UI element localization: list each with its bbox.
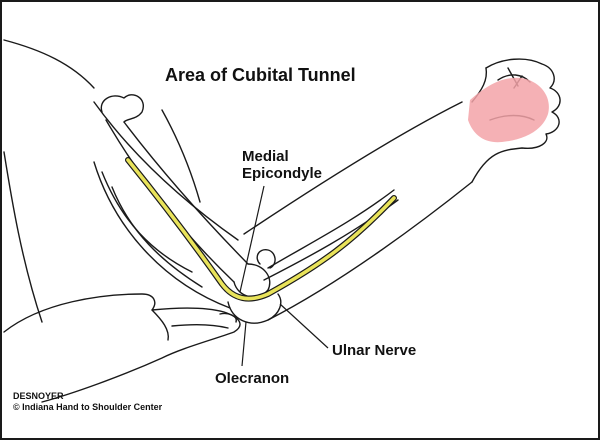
torso-outline <box>3 39 95 89</box>
ulnar-nerve-leader <box>279 303 329 349</box>
ulnar-nerve <box>125 157 397 302</box>
examiner-thumb-outline <box>151 309 169 341</box>
copyright-credit: © Indiana Hand to Shoulder Center <box>13 402 163 412</box>
humerus-shaft-upper <box>123 121 249 265</box>
examiner-hand-outline <box>3 293 241 403</box>
shoulder-contour <box>161 109 201 203</box>
diagram-title: Area of Cubital Tunnel <box>165 65 356 85</box>
forearm-bottom-outline <box>267 181 473 321</box>
upper-arm-shading <box>111 186 203 288</box>
ulna-shaft-upper <box>267 189 395 269</box>
chest-outline <box>3 151 43 323</box>
examiner-finger-line <box>171 323 229 329</box>
olecranon-label: Olecranon <box>215 370 290 387</box>
medial-epicondyle-label-line2: Epicondyle <box>242 165 323 182</box>
forearm-top-outline <box>243 101 463 235</box>
medial-epicondyle-label: Medial Epicondyle <box>242 148 322 182</box>
radius-head <box>256 249 276 269</box>
humerus-condyle <box>233 263 271 298</box>
fist-outline <box>471 58 561 183</box>
hand-highlight <box>468 77 549 143</box>
ulnar-nerve-label: Ulnar Nerve <box>332 342 417 359</box>
olecranon-leader <box>241 321 247 367</box>
humerus-shaft-lower <box>105 119 235 283</box>
examiner-fingernail <box>219 312 237 323</box>
humerus-head <box>100 94 144 123</box>
credit-block: DESNOYER © Indiana Hand to Shoulder Cent… <box>13 391 162 413</box>
artist-credit: DESNOYER <box>13 391 64 401</box>
upper-arm-bottom-outline <box>93 161 231 309</box>
upper-arm-top-outline <box>93 101 239 241</box>
medial-epicondyle-leader <box>239 185 265 293</box>
medial-epicondyle-label-line1: Medial <box>242 148 289 165</box>
